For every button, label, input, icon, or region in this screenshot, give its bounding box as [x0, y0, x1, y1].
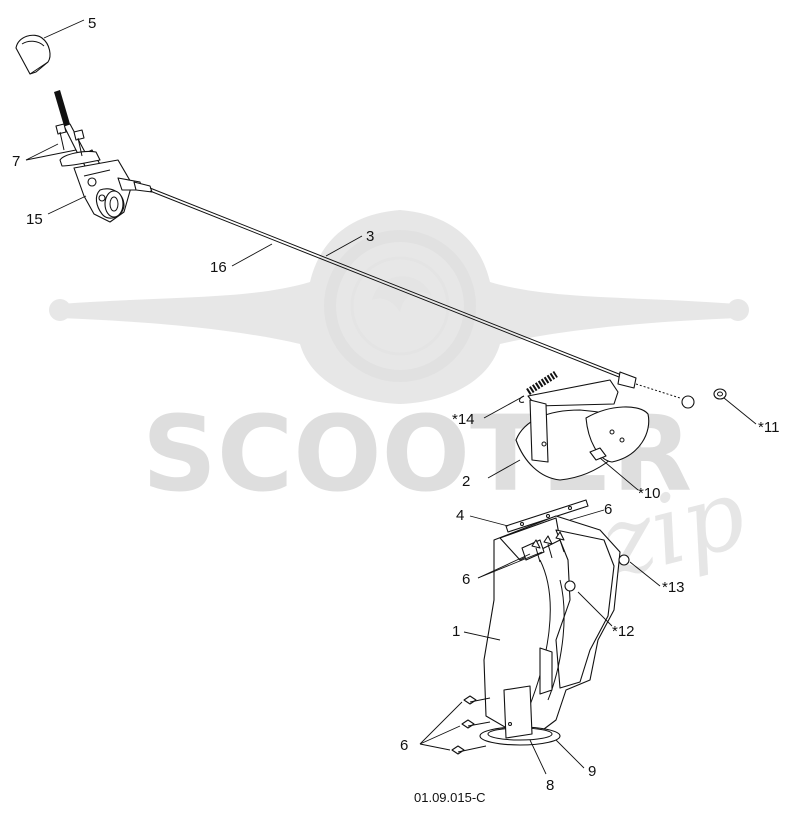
- callout-2: 2: [462, 473, 470, 490]
- leader-lines: [25, 19, 757, 775]
- callout-9: 9: [588, 763, 596, 780]
- callout-labels: 5 7 15 16 3 *14 *11 2 *10 4 6 6 *13 *12 …: [12, 15, 779, 794]
- watermark-ring: [324, 230, 476, 382]
- part-bracket-assembly: [73, 159, 143, 223]
- callout-12: *12: [612, 623, 635, 640]
- drawing-code: 01.09.015-C: [414, 790, 486, 805]
- part-bolts-6-bottom: [451, 695, 491, 755]
- callout-10: *10: [638, 485, 661, 502]
- callout-5: 5: [88, 15, 96, 32]
- callout-6-top: 6: [604, 501, 612, 518]
- callout-3: 3: [366, 228, 374, 245]
- callout-8: 8: [546, 777, 554, 794]
- scooterzip-watermark: SCOOTER zip: [49, 210, 756, 601]
- callout-1: 1: [452, 623, 460, 640]
- callout-6-bottom: 6: [400, 737, 408, 754]
- part-knob: [15, 34, 51, 75]
- callout-16: 16: [210, 259, 227, 276]
- callout-13: *13: [662, 579, 685, 596]
- callout-14: *14: [452, 411, 475, 428]
- callout-4: 4: [456, 507, 464, 524]
- part-deflector: [515, 379, 650, 481]
- part-nut-11: [713, 388, 727, 400]
- callout-11: *11: [758, 419, 779, 436]
- part-bolts-6-top: [531, 531, 565, 563]
- part-chute: [479, 515, 630, 746]
- part-shift-cable: [133, 181, 695, 409]
- part-bolts-7: [55, 123, 85, 157]
- callout-7: 7: [12, 153, 20, 170]
- callout-15: 15: [26, 211, 43, 228]
- callout-6-mid: 6: [462, 571, 470, 588]
- part-hinge-pin: [505, 499, 589, 533]
